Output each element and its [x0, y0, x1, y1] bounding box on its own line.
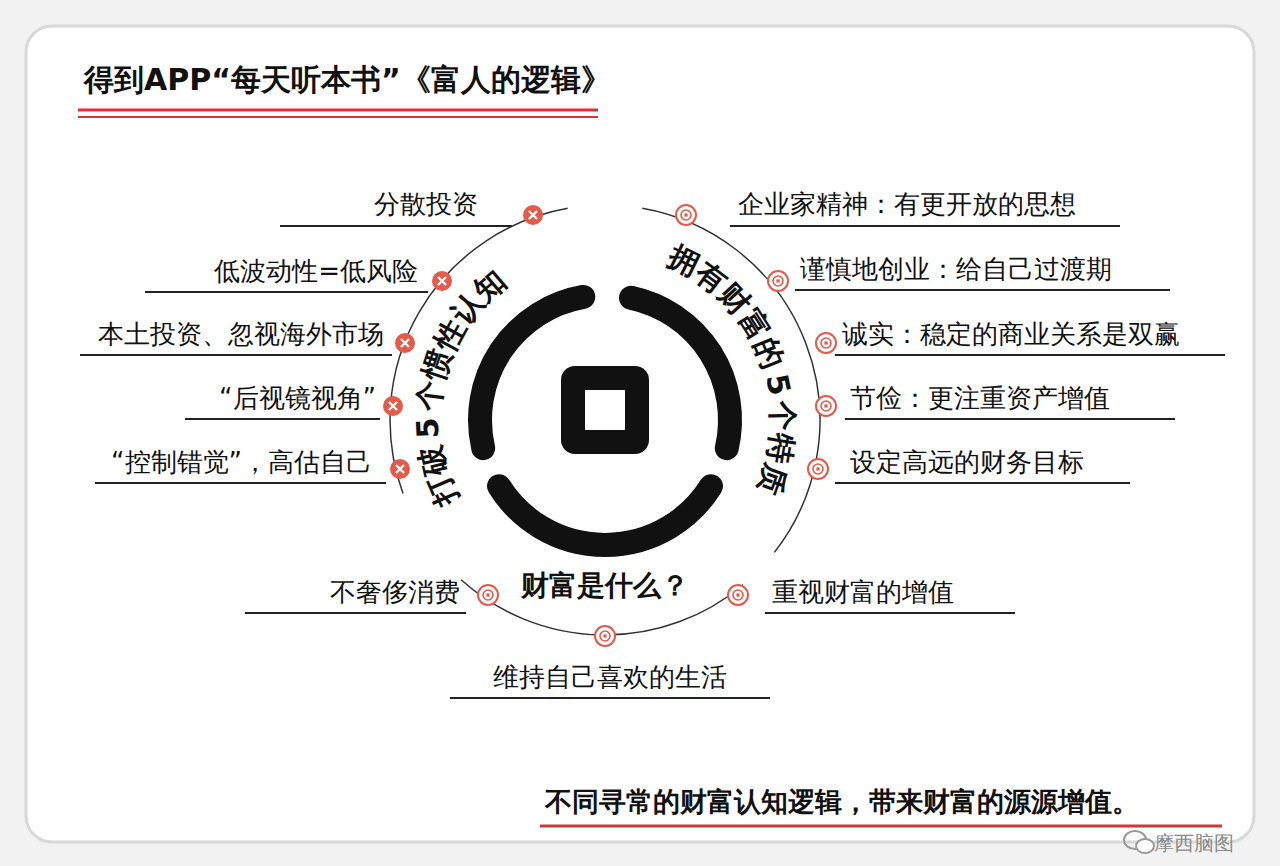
coin-icon-hole	[684, 213, 687, 216]
coin-icon	[816, 396, 836, 416]
coin-arc	[499, 486, 711, 545]
item-label: “后视镜视角”	[219, 383, 376, 414]
item-label: 诚实：稳定的商业关系是双赢	[842, 319, 1180, 350]
coin-icon	[768, 271, 788, 291]
underline	[835, 482, 1130, 484]
item-label: 分散投资	[374, 189, 478, 220]
cross-icon	[432, 271, 452, 291]
underline	[835, 354, 1225, 356]
coin-icon-hole	[816, 467, 819, 470]
title-underline	[78, 109, 598, 112]
coin-hole	[585, 390, 625, 430]
underline	[730, 225, 1120, 227]
coin-icon	[808, 459, 828, 479]
item-label: “控制错觉”，高估自己	[111, 447, 372, 478]
underline	[80, 354, 392, 356]
branch-label-char: 5	[412, 411, 445, 444]
coin-symbol	[390, 208, 820, 635]
watermark-icon	[1124, 831, 1154, 853]
branch-label-char: 5	[759, 366, 797, 404]
underline	[145, 291, 428, 293]
underline	[280, 225, 512, 227]
underline	[450, 697, 770, 699]
coin-icon-hole	[486, 593, 489, 596]
coin-icon	[478, 585, 498, 605]
title-underline	[78, 116, 598, 118]
coin-icon-inner	[773, 276, 783, 286]
coin-icon-hole	[824, 341, 827, 344]
outer-arc	[642, 208, 820, 552]
branch-label: 财富是什么？	[521, 569, 689, 603]
cross-mark	[401, 339, 409, 347]
coin-icon-inner	[821, 401, 831, 411]
item-label: 不奢侈消费	[330, 577, 460, 608]
title: 得到APP“每天听本书”《富人的逻辑》	[84, 62, 611, 98]
cross-mark	[529, 211, 537, 219]
item-label: 节俭：更注重资产增值	[850, 383, 1110, 414]
underline	[245, 612, 466, 614]
cross-icon	[395, 333, 415, 353]
item-label: 重视财富的增值	[772, 577, 954, 608]
item-label: 低波动性=低风险	[214, 256, 418, 287]
branch-label: 打破5个惯性认知	[411, 268, 510, 509]
item-label: 谨慎地创业：给自己过渡期	[800, 254, 1112, 285]
coin-icon-hole	[824, 404, 827, 407]
underline	[795, 289, 1170, 291]
cross-mark	[396, 465, 404, 473]
coin-icon-inner	[821, 338, 831, 348]
coin-icon-inner	[813, 464, 823, 474]
underline	[845, 418, 1175, 420]
coin-icon-inner	[600, 631, 610, 641]
coin-icon-inner	[733, 590, 743, 600]
cross-icon	[390, 459, 410, 479]
cross-mark	[438, 277, 446, 285]
watermark-bubble	[1136, 839, 1154, 853]
item-label: 本土投资、忽视海外市场	[98, 319, 384, 350]
cross-icon	[523, 205, 543, 225]
branch-label: 拥有财富的5个特质	[664, 244, 799, 498]
coin-square	[561, 366, 649, 454]
coin-icon-hole	[736, 593, 739, 596]
cross-mark	[389, 402, 397, 410]
caption: 不同寻常的财富认知逻辑，带来财富的源源增值。	[545, 786, 1139, 818]
coin-icon	[816, 333, 836, 353]
coin-icon	[676, 205, 696, 225]
underline	[185, 418, 380, 420]
underline	[95, 482, 386, 484]
coin-icon-inner	[483, 590, 493, 600]
caption-underline	[540, 825, 1222, 828]
outer-arc	[390, 208, 568, 493]
watermark: 摩西脑图	[1154, 831, 1234, 855]
coin-icon	[595, 626, 615, 646]
item-label: 设定高远的财务目标	[850, 447, 1084, 478]
coin-icon-hole	[776, 279, 779, 282]
coin-icon	[728, 585, 748, 605]
item-label: 维持自己喜欢的生活	[493, 662, 727, 693]
coin-icon-inner	[681, 210, 691, 220]
branch-label-char: 个	[765, 400, 798, 433]
card	[26, 26, 1254, 842]
underlines	[80, 226, 1225, 698]
cross-icon	[383, 396, 403, 416]
item-label: 企业家精神：有更开放的思想	[738, 189, 1076, 220]
underline	[765, 612, 1015, 614]
coin-icon-hole	[603, 634, 606, 637]
branch-label-char: 破	[414, 441, 452, 479]
